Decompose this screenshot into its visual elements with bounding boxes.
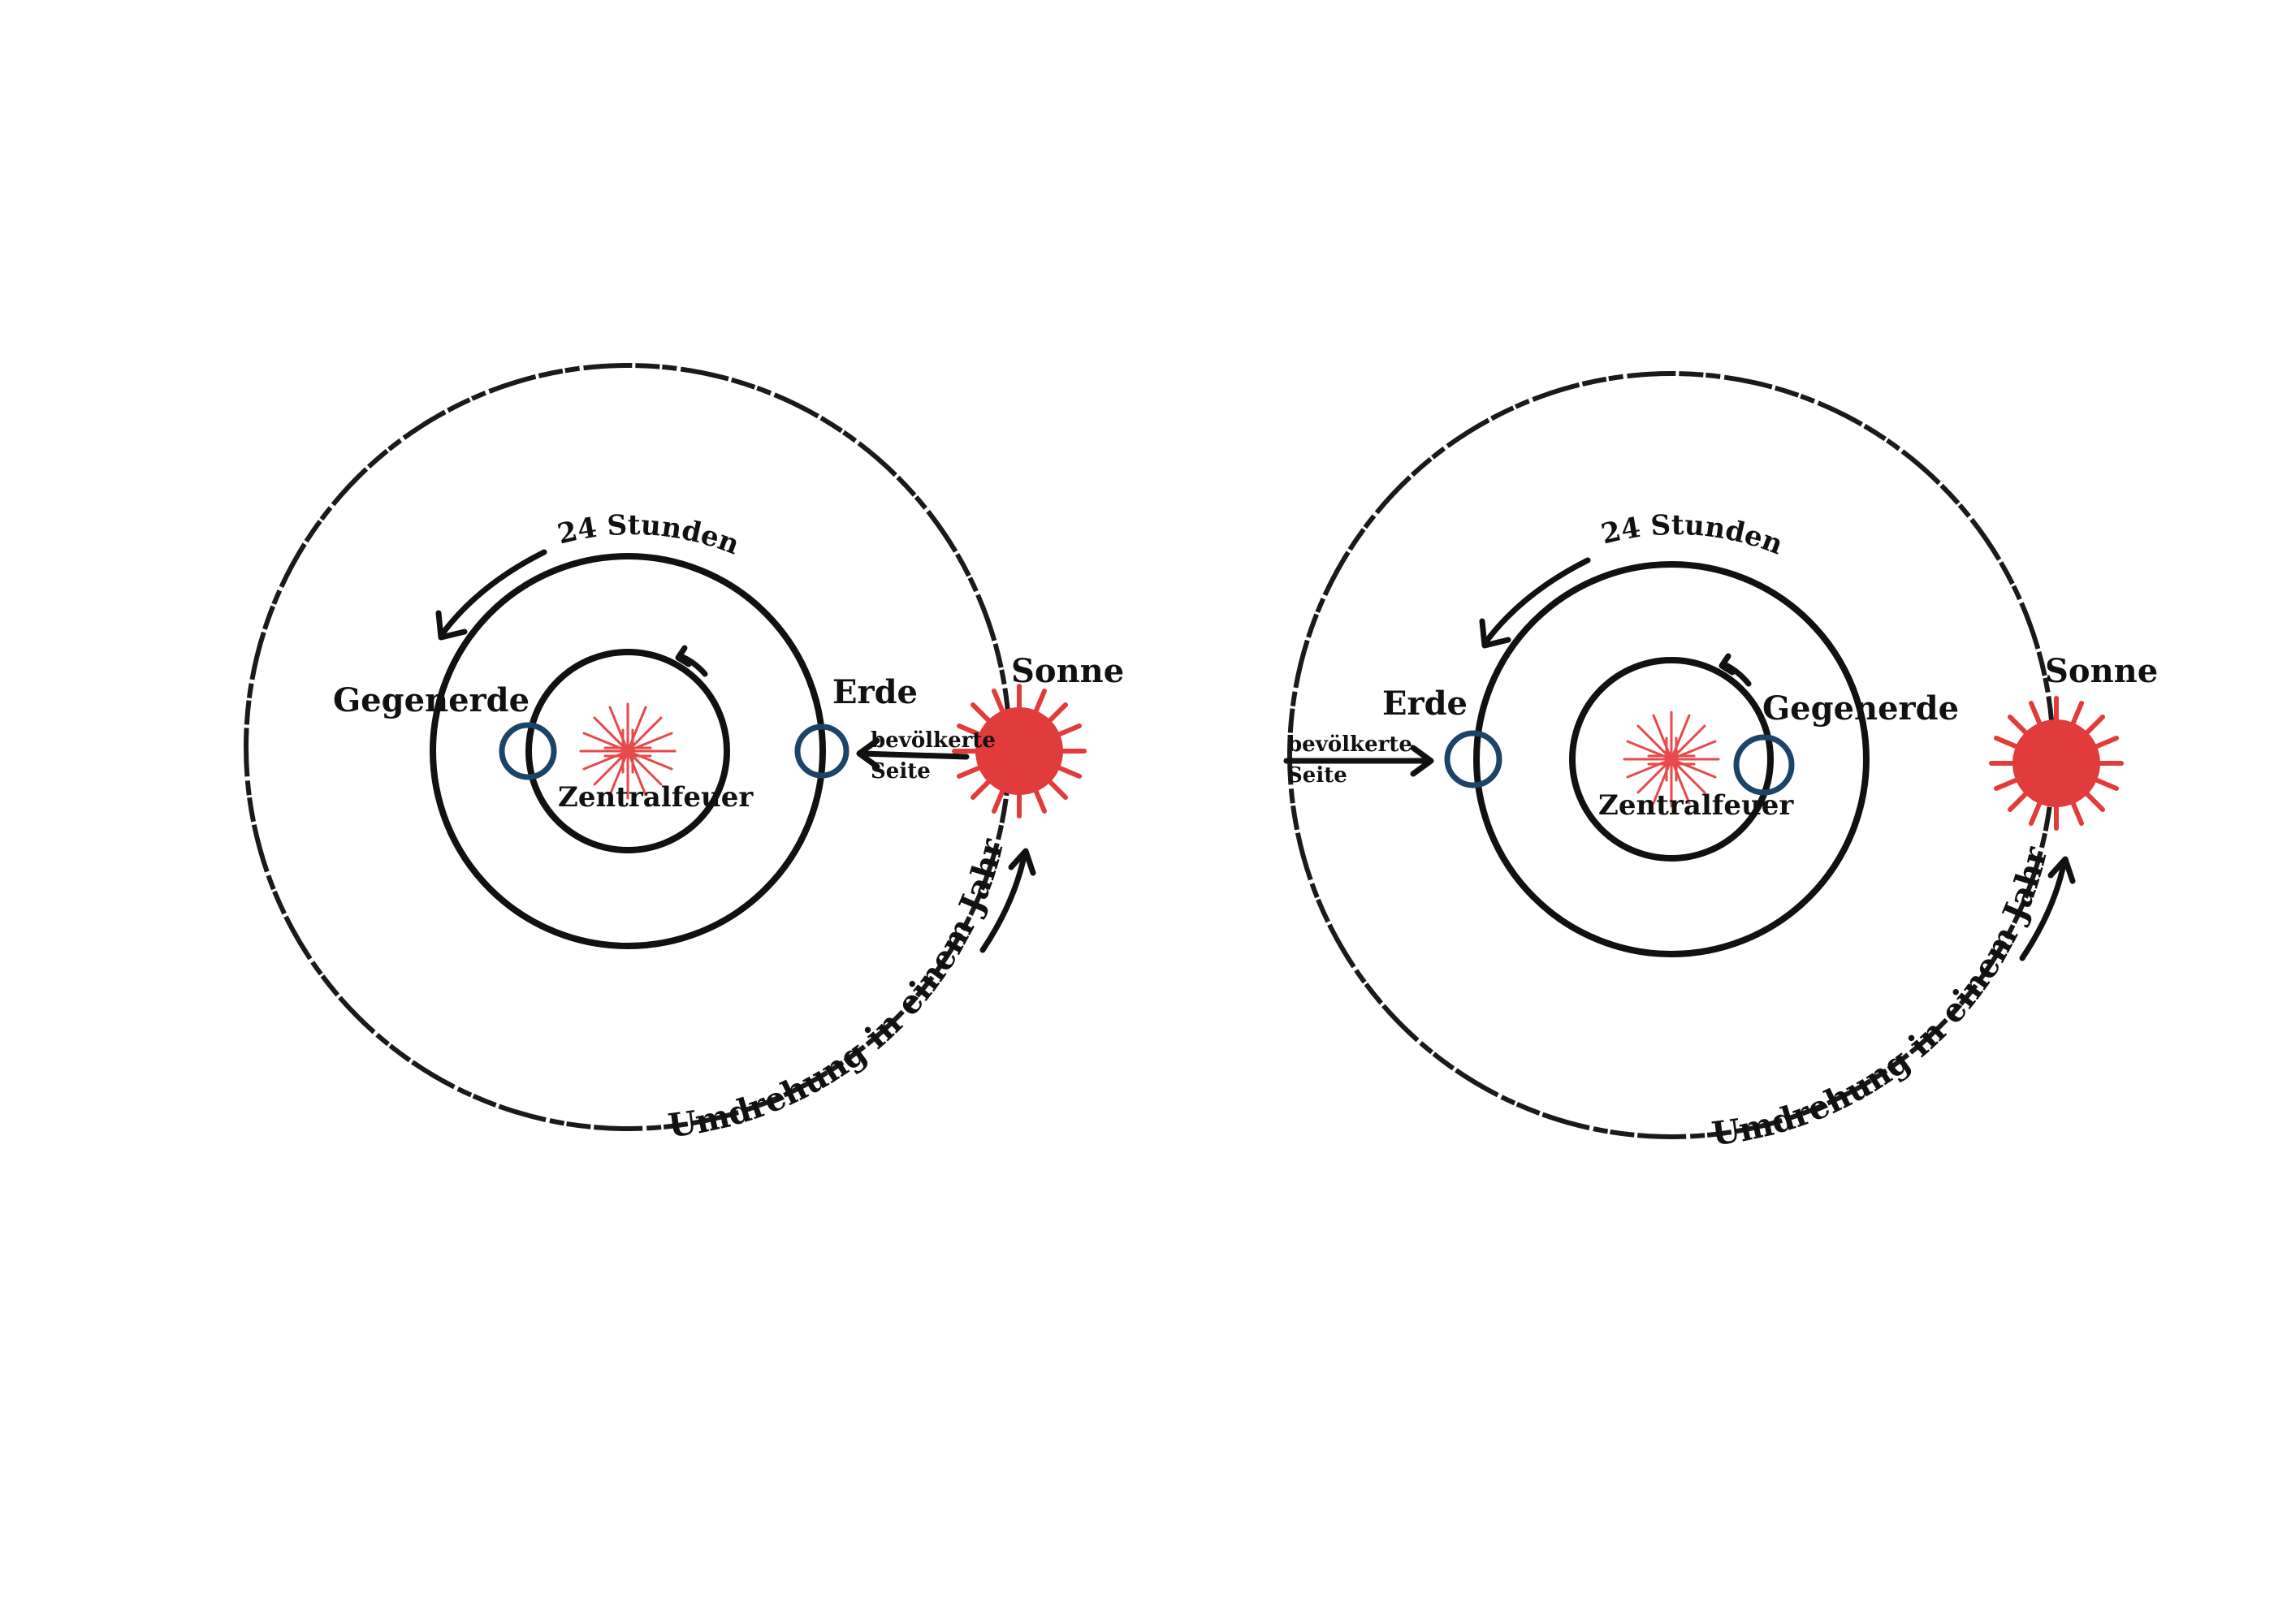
earth-planet <box>1444 730 1502 788</box>
day-rotation-arrow <box>435 549 547 641</box>
label-bevoelkerte: bevölkerte <box>1287 732 1412 757</box>
counter-earth-orbit <box>1569 657 1774 862</box>
label-erde: Erde <box>1382 685 1468 723</box>
label-umdrehung: Umdrehung in einem Jahr <box>1710 843 2056 1154</box>
label-bevoelkerte: bevölkerte <box>871 728 996 753</box>
label-zentralfeuer: Zentralfeuer <box>558 781 754 814</box>
label-sonne: Sonne <box>1011 652 1124 690</box>
central-fire-icon <box>1623 710 1720 808</box>
counter-earth-planet <box>499 722 557 780</box>
label-gegenerde: Gegenerde <box>1762 689 1959 728</box>
earth-orbit <box>1473 561 1870 957</box>
earth-orbit <box>430 553 826 949</box>
central-fire-icon <box>579 702 677 800</box>
label-24-stunden: 24 Stunden <box>555 509 744 562</box>
counter-earth-planet <box>1733 734 1795 796</box>
counter-earth-rotation-arrow <box>675 645 708 677</box>
label-gegenerde: Gegenerde <box>333 681 530 719</box>
sun-icon <box>1989 696 2124 831</box>
counter-earth-orbit <box>525 649 730 853</box>
populated-side-arrow <box>1283 745 1434 777</box>
label-umdrehung: Umdrehung in einem Jahr <box>666 835 1012 1146</box>
year-rotation-arrow <box>979 848 1036 953</box>
label-seite: Seite <box>1287 763 1347 788</box>
label-seite: Seite <box>871 759 931 784</box>
label-24-stunden: 24 Stunden <box>1598 509 1788 562</box>
diagram-right: Zentralfeuer Erde Gegenerde Sonne bevölk… <box>1283 371 2158 1154</box>
populated-side-arrow <box>856 737 970 770</box>
day-rotation-arrow <box>1479 557 1591 649</box>
counter-earth-rotation-arrow <box>1718 653 1752 687</box>
label-sonne: Sonne <box>2045 652 2158 690</box>
year-rotation-arrow <box>2019 856 2076 961</box>
label-erde: Erde <box>832 673 918 711</box>
sun-icon <box>952 684 1087 818</box>
diagram-left: Zentralfeuer Gegenerde Erde Sonne bevölk… <box>244 363 1124 1146</box>
earth-planet <box>794 723 850 779</box>
